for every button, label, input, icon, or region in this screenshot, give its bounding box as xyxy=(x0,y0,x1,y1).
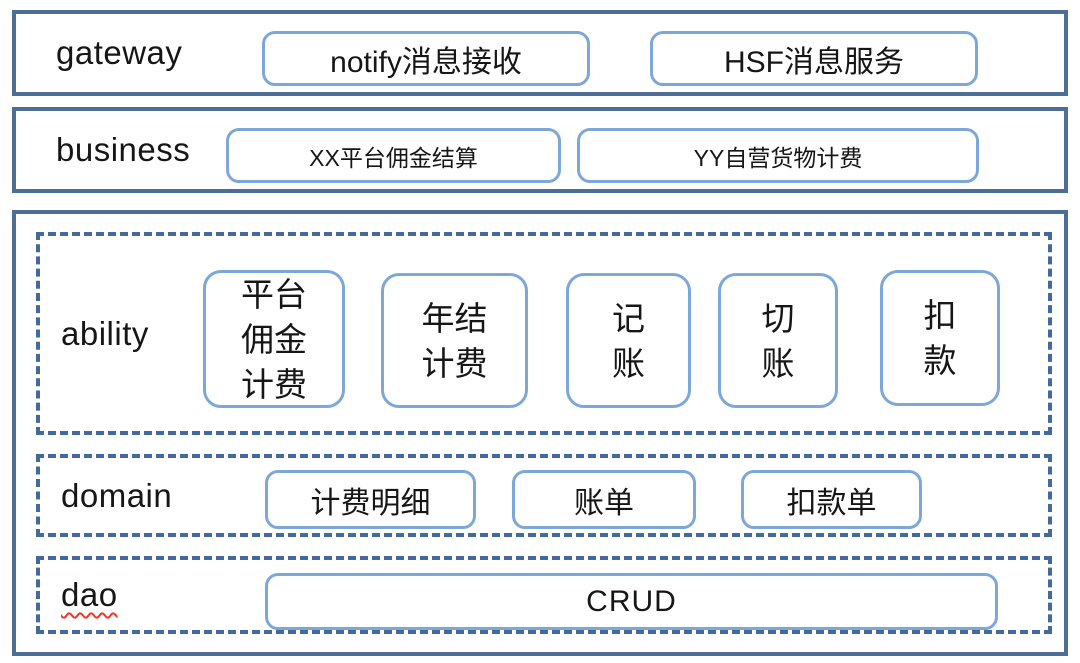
layer-label-gateway: gateway xyxy=(56,34,183,71)
layer-core-container: ability 平台 佣金 计费 年结 计费 记 账 切 账 扣 款 domai… xyxy=(12,210,1068,656)
layer-label-domain: domain xyxy=(61,476,173,514)
layer-label-business: business xyxy=(56,131,191,168)
sublayer-dao: dao CRUD xyxy=(36,556,1052,634)
sublayer-ability: ability 平台 佣金 计费 年结 计费 记 账 切 账 扣 款 xyxy=(36,232,1052,435)
layer-business: business XX平台佣金结算 YY自营货物计费 xyxy=(12,107,1068,193)
node-bill: 账单 xyxy=(512,470,696,529)
node-hsf-message-service: HSF消息服务 xyxy=(650,31,978,86)
node-platform-commission-billing: 平台 佣金 计费 xyxy=(203,270,345,408)
node-notify-message-receive: notify消息接收 xyxy=(262,31,590,86)
node-switch-account: 切 账 xyxy=(718,273,838,408)
node-xx-platform-commission-settlement: XX平台佣金结算 xyxy=(226,128,561,183)
node-crud: CRUD xyxy=(265,573,998,630)
node-billing-detail: 计费明细 xyxy=(265,470,476,529)
node-yy-self-goods-billing: YY自营货物计费 xyxy=(577,128,979,183)
node-bookkeeping: 记 账 xyxy=(566,273,691,408)
node-deduction-order: 扣款单 xyxy=(741,470,922,529)
sublayer-domain: domain 计费明细 账单 扣款单 xyxy=(36,454,1052,537)
node-deduction: 扣 款 xyxy=(880,270,1000,406)
layer-label-ability: ability xyxy=(61,314,149,352)
layer-label-dao: dao xyxy=(61,576,118,613)
node-annual-settlement-billing: 年结 计费 xyxy=(381,273,528,408)
layer-gateway: gateway notify消息接收 HSF消息服务 xyxy=(12,10,1068,96)
